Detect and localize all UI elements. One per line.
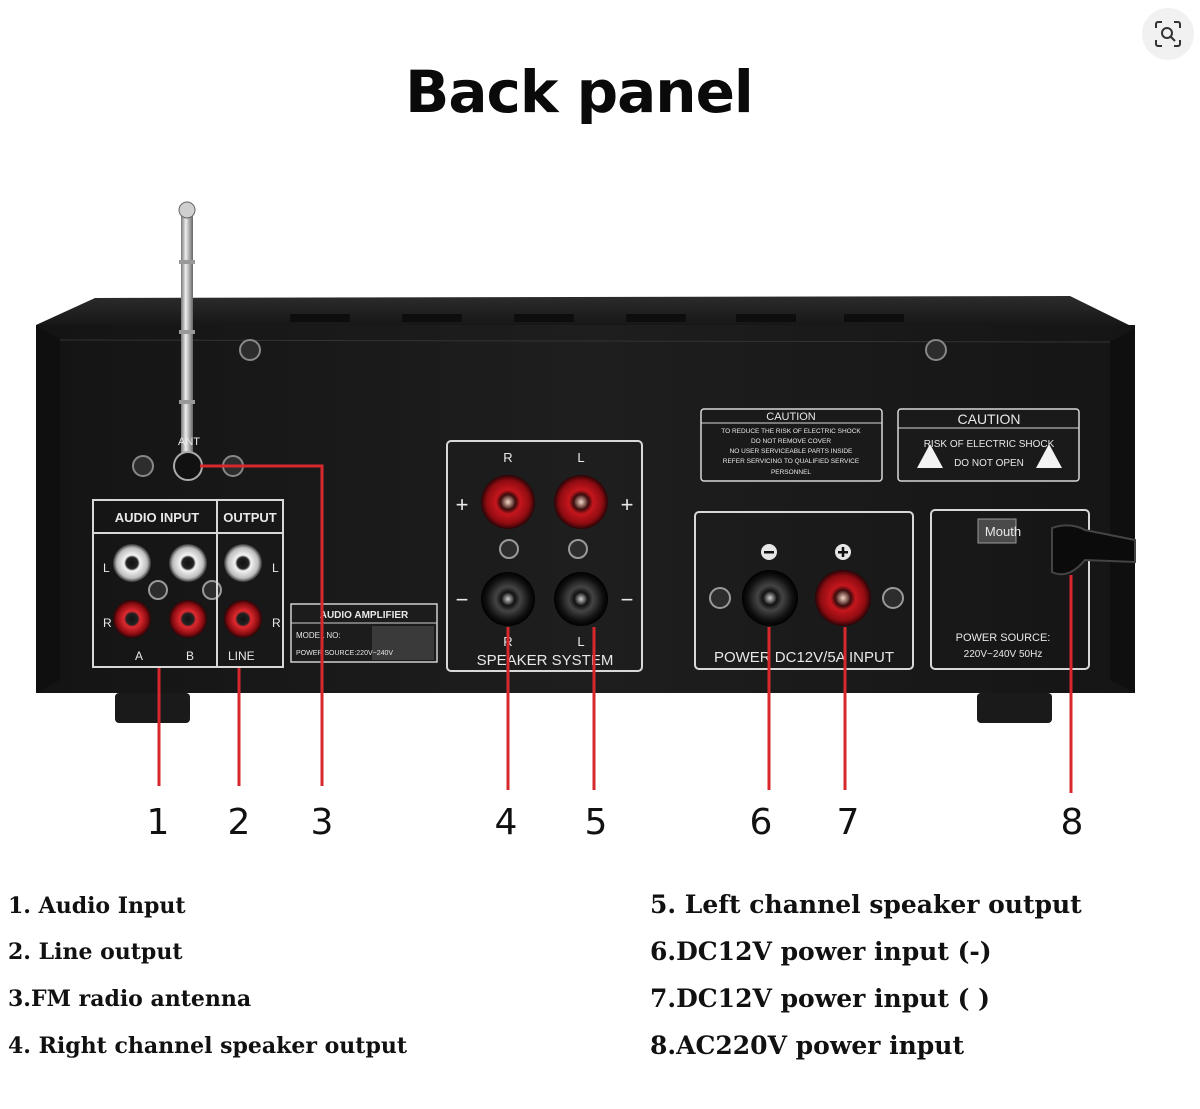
ac-power-cord xyxy=(1051,524,1136,576)
caution-2-line1: RISK OF ELECTRIC SHOCK xyxy=(924,439,1055,450)
caution-label-1 xyxy=(700,408,883,482)
legend-item: 6.DC12V power input (-) xyxy=(650,937,992,966)
callout-number-3: 3 xyxy=(310,802,334,843)
callout-number-6: 6 xyxy=(749,802,773,843)
audio-input-label: AUDIO INPUT xyxy=(115,510,200,525)
caution-label-2 xyxy=(897,408,1080,482)
nameplate-model: MODEL NO: xyxy=(296,631,341,640)
caution-1-line: REFER SERVICING TO QUALIFIED SERVICE xyxy=(723,458,860,465)
speaker-l-label: L xyxy=(577,634,584,649)
input-a-label: A xyxy=(135,649,143,663)
speaker-minus-label: − xyxy=(456,587,469,612)
channel-l-label: L xyxy=(272,561,279,575)
input-b-label: B xyxy=(186,649,194,663)
callout-number-7: 7 xyxy=(836,802,860,843)
rca-jack-red xyxy=(113,600,151,638)
binding-post-black xyxy=(554,572,608,626)
fm-antenna: ANT xyxy=(173,201,203,481)
callout-number-1: 1 xyxy=(146,802,170,843)
speaker-panel xyxy=(446,440,643,672)
line-label: LINE xyxy=(228,649,255,663)
speaker-binding-posts xyxy=(481,475,608,626)
callout-number-8: 8 xyxy=(1060,802,1084,843)
output-label: OUTPUT xyxy=(223,510,277,525)
foot xyxy=(115,693,190,723)
ac-power-panel xyxy=(930,509,1090,670)
amplifier-back-panel-photo: ANT AUDIO INPUT OUTPUT L R L R A B LINE … xyxy=(36,201,1136,793)
legend-item: 7.DC12V power input ( ) xyxy=(650,984,990,1013)
dc-post-negative xyxy=(742,570,798,626)
rca-jack-white xyxy=(113,544,151,582)
dc-power-panel xyxy=(694,511,914,670)
warning-triangle-icon xyxy=(917,444,943,468)
rca-jack-red xyxy=(169,600,207,638)
caution-1-line: DO NOT REMOVE COVER xyxy=(751,438,831,445)
speaker-r-label: R xyxy=(503,450,512,465)
channel-r-label: R xyxy=(103,616,112,630)
binding-post-red xyxy=(554,475,608,529)
caution-1-line: NO USER SERVICEABLE PARTS INSIDE xyxy=(730,448,853,455)
power-source-value: 220V~240V 50Hz xyxy=(964,649,1043,660)
dc-post-positive xyxy=(815,570,871,626)
power-source-label: POWER SOURCE: xyxy=(956,632,1051,644)
caution-1-line: PERSONNEL xyxy=(771,469,811,476)
caution-2-title: CAUTION xyxy=(958,411,1021,427)
rca-jack-white xyxy=(224,544,262,582)
legend-item: 5. Left channel speaker output xyxy=(650,890,1082,919)
speaker-l-label: L xyxy=(577,450,584,465)
binding-post-black xyxy=(481,572,535,626)
mouth-label: Mouth xyxy=(985,524,1021,539)
antenna-label: ANT xyxy=(178,436,200,448)
screw-heads xyxy=(132,339,947,609)
chassis-top xyxy=(36,296,1135,328)
speaker-system-label: SPEAKER SYSTEM xyxy=(477,652,614,669)
nameplate xyxy=(290,603,438,663)
callout-number-4: 4 xyxy=(494,802,518,843)
rca-jack-white xyxy=(169,544,207,582)
rca-jack-red xyxy=(224,600,262,638)
dc-power-label: POWER DC12V/5A INPUT xyxy=(714,649,894,666)
speaker-minus-label: − xyxy=(621,587,634,612)
page-title: Back panel xyxy=(405,58,754,126)
legend-item: 3.FM radio antenna xyxy=(8,986,252,1012)
binding-post-red xyxy=(481,475,535,529)
callout-line-3 xyxy=(200,464,324,786)
lens-search-button[interactable] xyxy=(1142,8,1194,60)
caution-1-line: TO REDUCE THE RISK OF ELECTRIC SHOCK xyxy=(721,428,861,435)
channel-l-label: L xyxy=(103,561,110,575)
nameplate-title: AUDIO AMPLIFIER xyxy=(320,610,409,621)
rca-jacks xyxy=(113,544,262,638)
foot xyxy=(977,693,1052,723)
caution-2-line2: DO NOT OPEN xyxy=(954,458,1024,469)
speaker-plus-label: + xyxy=(621,492,634,517)
legend-item: 1. Audio Input xyxy=(8,893,186,919)
nameplate-power: POWER SOURCE:220V~240V xyxy=(296,650,393,657)
vent-slots xyxy=(290,314,904,322)
channel-r-label: R xyxy=(272,616,281,630)
warning-triangle-icon xyxy=(1036,444,1062,468)
audio-io-panel xyxy=(92,499,284,668)
visual-search-icon xyxy=(1155,21,1181,47)
callout-number-5: 5 xyxy=(584,802,608,843)
speaker-plus-label: + xyxy=(456,492,469,517)
caution-1-title: CAUTION xyxy=(766,411,816,423)
legend-item: 4. Right channel speaker output xyxy=(8,1033,407,1059)
legend-item: 2. Line output xyxy=(8,939,183,965)
callout-lines xyxy=(157,464,1073,793)
legend-item: 8.AC220V power input xyxy=(650,1031,965,1060)
callout-number-2: 2 xyxy=(227,802,251,843)
